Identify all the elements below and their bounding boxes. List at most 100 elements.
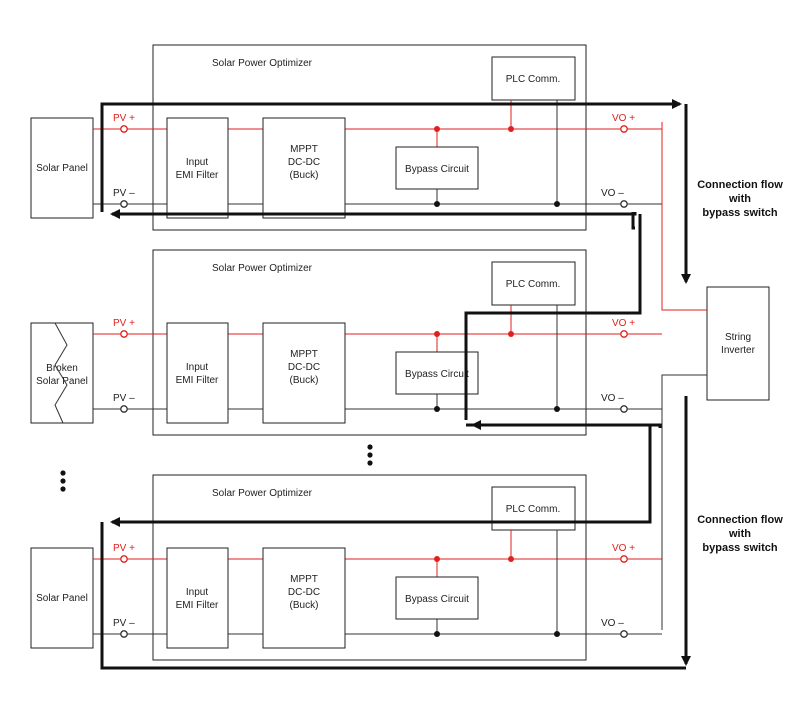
flow-path-bypass-upper xyxy=(464,214,642,420)
mppt-label-line2: DC-DC xyxy=(288,157,320,168)
junction-dot xyxy=(434,126,440,132)
emi-label-line1: Input xyxy=(186,157,208,168)
pv-minus-label: PV – xyxy=(113,188,135,199)
mppt-label-line3: (Buck) xyxy=(290,170,319,181)
vo-plus-terminal xyxy=(620,330,628,338)
pv-minus-label: PV – xyxy=(113,393,135,404)
optimizer-title: Solar Power Optimizer xyxy=(212,263,313,274)
bypass-label: Bypass Circuit xyxy=(405,369,469,380)
pv-plus-terminal xyxy=(120,125,128,133)
vo-minus-terminal xyxy=(620,200,628,208)
mppt-label-line1: MPPT xyxy=(290,349,318,360)
flow-label-top-line3: bypass switch xyxy=(702,207,777,219)
optimizer-box xyxy=(152,44,587,231)
string-inverter: String Inverter xyxy=(706,286,770,401)
plc-label: PLC Comm. xyxy=(506,74,560,85)
mppt-label-line2: DC-DC xyxy=(288,587,320,598)
mppt-dcdc-block: MPPT DC-DC (Buck) xyxy=(262,322,346,424)
bypass-label: Bypass Circuit xyxy=(405,594,469,605)
plc-label: PLC Comm. xyxy=(506,504,560,515)
vo-plus-terminal xyxy=(620,555,628,563)
optimizer-title: Solar Power Optimizer xyxy=(212,58,313,69)
flow-label-top-line2: with xyxy=(728,193,751,205)
junction-dot xyxy=(434,331,440,337)
vo-plus-label: VO + xyxy=(612,543,635,554)
pv-minus-terminal xyxy=(120,630,128,638)
emi-label-line2: EMI Filter xyxy=(176,170,219,181)
pv-minus-label: PV – xyxy=(113,618,135,629)
ellipsis-dots-left xyxy=(60,470,66,492)
pv-plus-terminal xyxy=(120,555,128,563)
flow-path-mid-down xyxy=(110,425,652,527)
mppt-label-line3: (Buck) xyxy=(290,600,319,611)
flow-path-return-1b xyxy=(110,209,637,219)
panel-label-line2: Solar Panel xyxy=(36,376,88,387)
junction-dot xyxy=(554,631,560,637)
flow-label-bottom-line1: Connection flow xyxy=(697,514,783,526)
panel-label: Solar Panel xyxy=(36,163,88,174)
plc-comm-block: PLC Comm. xyxy=(491,56,576,101)
flow-label-bottom-line3: bypass switch xyxy=(702,542,777,554)
pv-plus-label: PV + xyxy=(113,318,135,329)
pv-minus-terminal xyxy=(120,405,128,413)
flow-path-top-out xyxy=(100,99,682,212)
optimizer-box xyxy=(152,249,587,436)
plc-comm-block: PLC Comm. xyxy=(491,486,576,531)
junction-dot xyxy=(434,631,440,637)
pv-minus-terminal xyxy=(120,200,128,208)
inverter-positive-wire xyxy=(661,122,707,311)
vo-plus-label: VO + xyxy=(612,318,635,329)
panel-label: Solar Panel xyxy=(36,593,88,604)
vo-minus-terminal xyxy=(620,405,628,413)
pv-plus-terminal xyxy=(120,330,128,338)
junction-dot xyxy=(554,406,560,412)
solar-panel: Solar Panel xyxy=(30,547,94,649)
vo-plus-label: VO + xyxy=(612,113,635,124)
emi-label-line1: Input xyxy=(186,362,208,373)
flow-path-bottom-left xyxy=(100,522,686,670)
plc-label: PLC Comm. xyxy=(506,279,560,290)
junction-dot xyxy=(434,406,440,412)
mppt-label-line3: (Buck) xyxy=(290,375,319,386)
junction-dot xyxy=(508,126,514,132)
flow-label-bottom: Connection flow with bypass switch xyxy=(697,514,783,554)
mppt-label-line1: MPPT xyxy=(290,574,318,585)
vo-minus-terminal xyxy=(620,630,628,638)
flow-label-bottom-line2: with xyxy=(728,528,751,540)
inverter-line2: Inverter xyxy=(721,345,756,356)
panel-label-line1: Broken xyxy=(46,363,78,374)
ellipsis-dots-middle xyxy=(367,444,373,466)
junction-dot xyxy=(508,331,514,337)
plc-comm-block: PLC Comm. xyxy=(491,261,576,306)
vo-minus-label: VO – xyxy=(601,393,624,404)
inverter-negative-wire xyxy=(661,374,707,630)
pv-plus-label: PV + xyxy=(113,113,135,124)
junction-dot xyxy=(554,201,560,207)
emi-label-line1: Input xyxy=(186,587,208,598)
flow-label-top-line1: Connection flow xyxy=(697,179,783,191)
connection-flow-paths xyxy=(100,99,691,670)
emi-label-line2: EMI Filter xyxy=(176,375,219,386)
mppt-label-line2: DC-DC xyxy=(288,362,320,373)
junction-dot xyxy=(508,556,514,562)
mppt-label-line1: MPPT xyxy=(290,144,318,155)
inverter-line1: String xyxy=(725,332,751,343)
bypass-label: Bypass Circuit xyxy=(405,164,469,175)
optimizer-box xyxy=(152,474,587,661)
pv-plus-label: PV + xyxy=(113,543,135,554)
solar-panel: Solar Panel xyxy=(30,117,94,219)
optimizer-module-1: Solar Panel Solar Power OptimizerInputEMI… xyxy=(30,44,662,231)
flow-label-top: Connection flow with bypass switch xyxy=(697,179,783,219)
vo-plus-terminal xyxy=(620,125,628,133)
vo-minus-label: VO – xyxy=(601,188,624,199)
vo-minus-label: VO – xyxy=(601,618,624,629)
junction-dot xyxy=(434,556,440,562)
flow-path-return-1 xyxy=(631,212,635,230)
emi-label-line2: EMI Filter xyxy=(176,600,219,611)
